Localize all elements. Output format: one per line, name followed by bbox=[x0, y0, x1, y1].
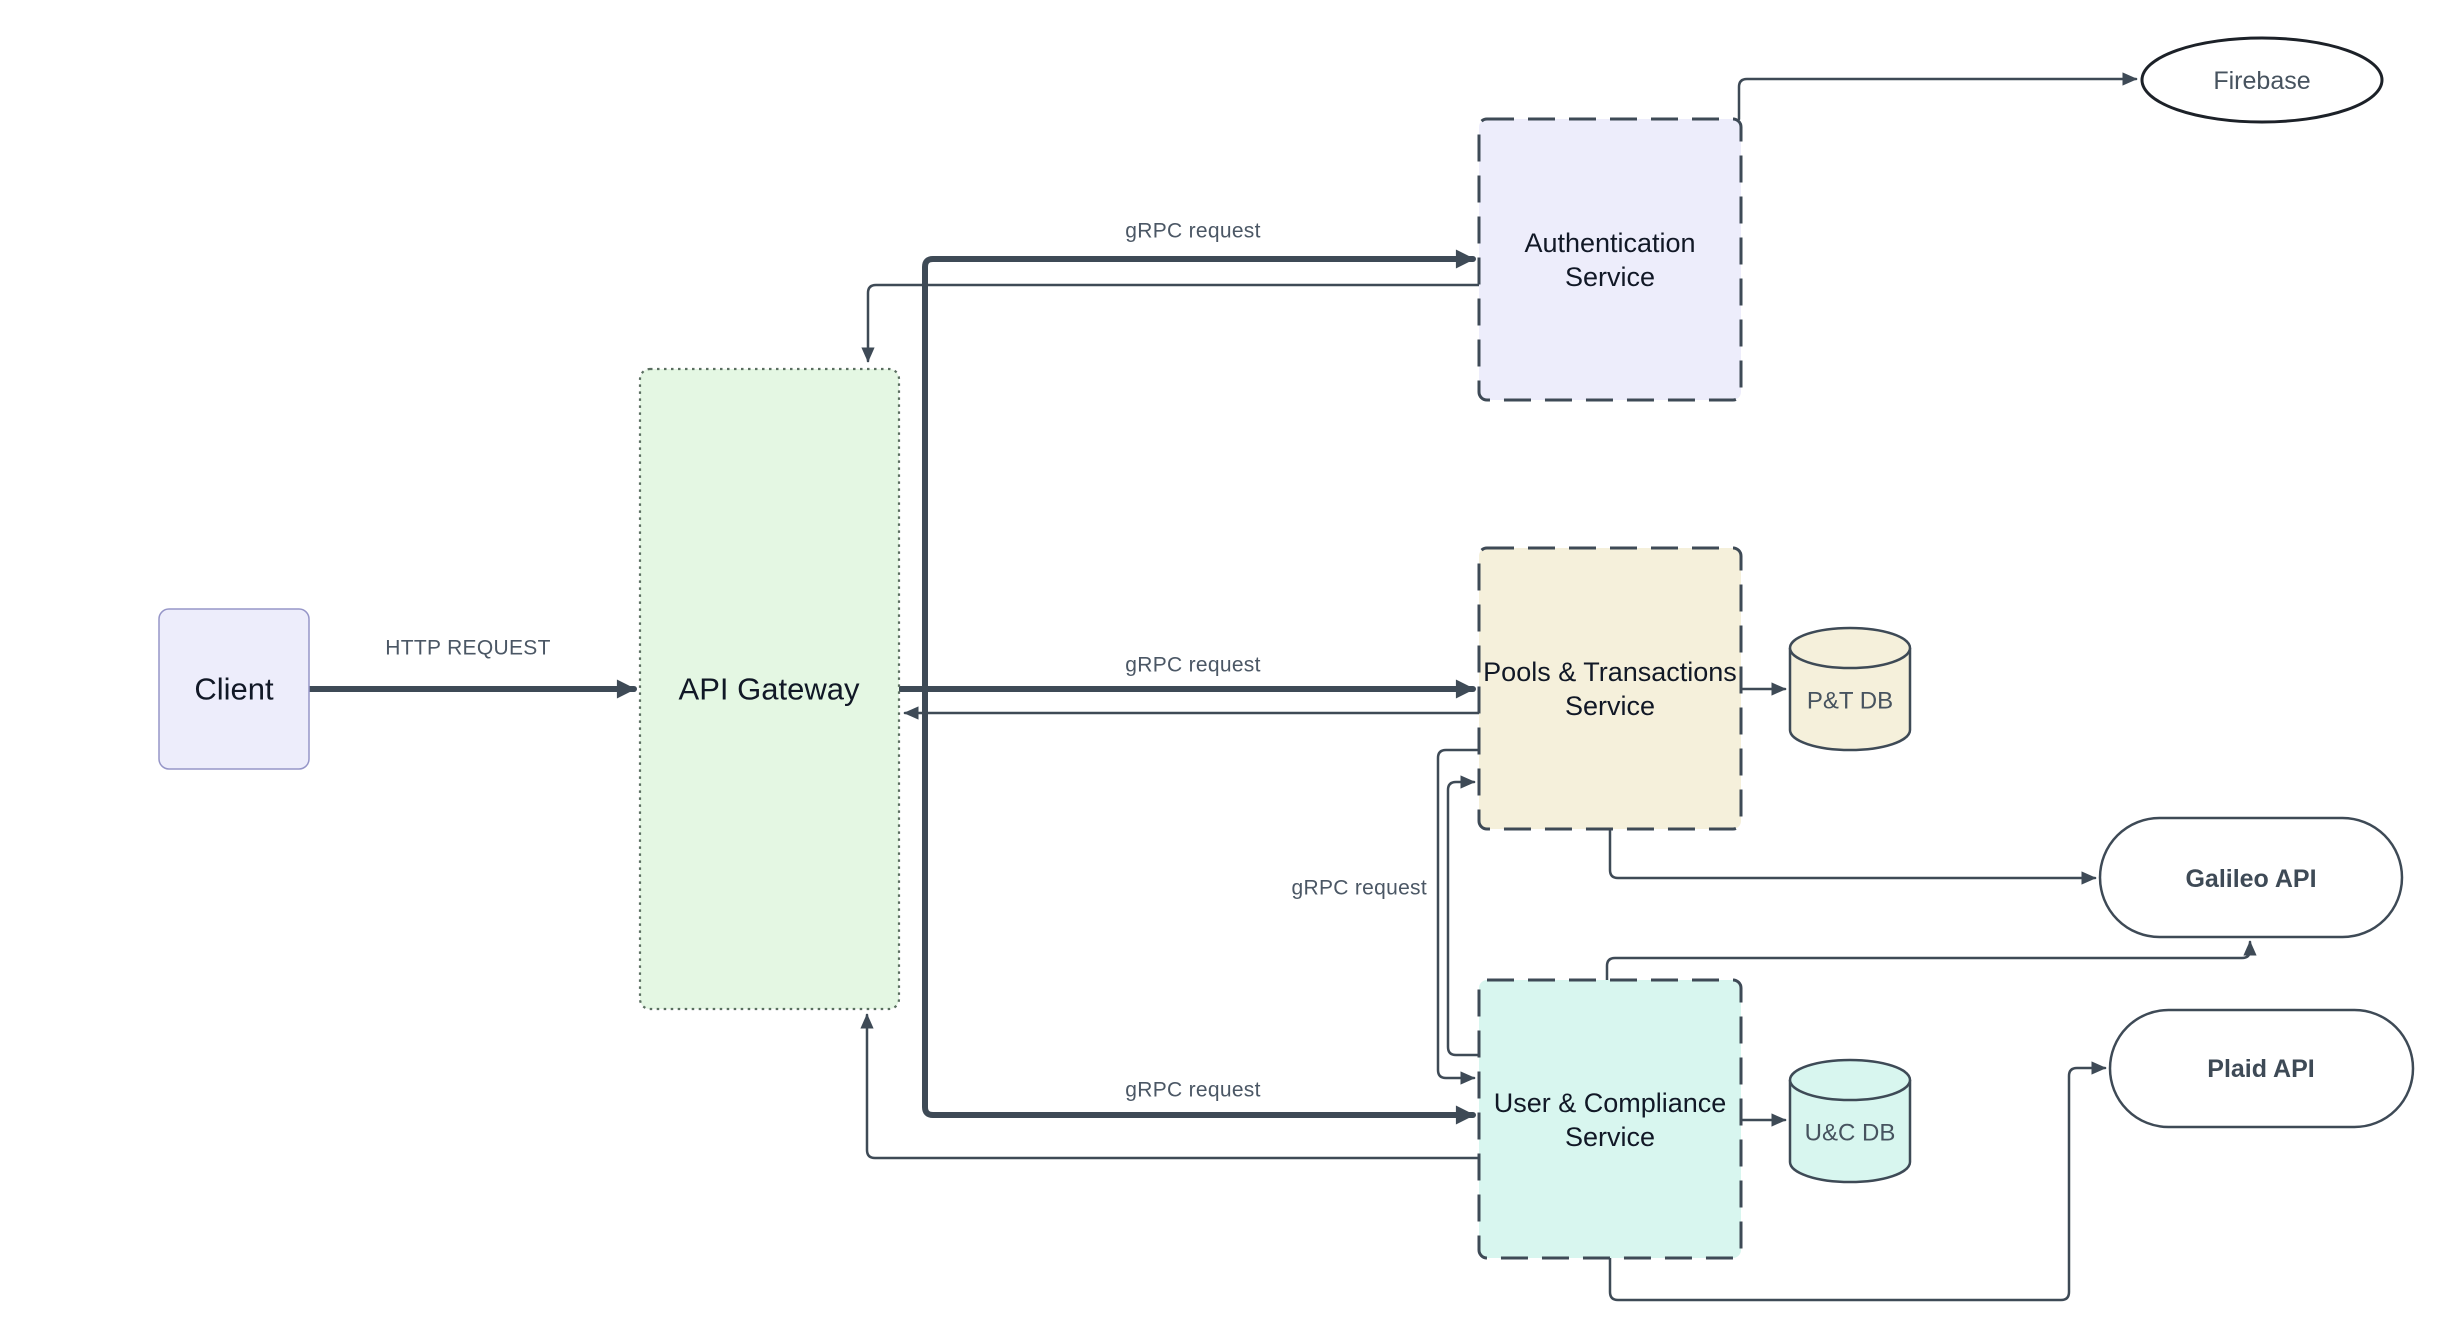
edge-label-grpc-user: gRPC request bbox=[1125, 1079, 1261, 1102]
edge-user-to-pools-grpc[interactable] bbox=[1446, 775, 1481, 1057]
edge-user-to-galileo[interactable] bbox=[1605, 940, 2257, 982]
edge-auth-to-firebase[interactable] bbox=[1737, 72, 2138, 121]
node-firebase[interactable]: Firebase bbox=[2140, 36, 2384, 124]
api-gateway-box[interactable] bbox=[638, 367, 901, 1011]
plaid-api-pill[interactable] bbox=[2108, 1008, 2415, 1129]
uc-db-cylinder-top[interactable] bbox=[1788, 1058, 1912, 1102]
node-client[interactable]: Client bbox=[158, 608, 310, 770]
edge-user-return-to-gateway[interactable] bbox=[860, 1013, 1481, 1160]
edge-user-to-plaid[interactable] bbox=[1608, 1061, 2107, 1302]
node-user-service[interactable]: User & Compliance Service bbox=[1477, 978, 1743, 1260]
client-box[interactable] bbox=[158, 608, 310, 770]
node-uc-db[interactable]: U&C DB bbox=[1788, 1058, 1912, 1184]
galileo-api-pill[interactable] bbox=[2098, 816, 2404, 939]
firebase-ellipse[interactable] bbox=[2140, 36, 2384, 124]
edge-label-grpc-auth: gRPC request bbox=[1125, 220, 1261, 243]
node-api-gateway[interactable]: API Gateway bbox=[638, 367, 901, 1011]
edge-auth-return-to-gateway[interactable] bbox=[861, 283, 1481, 363]
node-galileo-api[interactable]: Galileo API bbox=[2098, 816, 2404, 939]
pools-service-box[interactable] bbox=[1477, 546, 1743, 831]
pt-db-cylinder-body[interactable] bbox=[1788, 648, 1912, 752]
edge-labels-layer: HTTP REQUEST gRPC request gRPC request g… bbox=[385, 220, 1428, 1102]
user-service-box[interactable] bbox=[1477, 978, 1743, 1260]
edge-label-grpc-pools: gRPC request bbox=[1125, 654, 1261, 677]
node-pt-db[interactable]: P&T DB bbox=[1788, 626, 1912, 752]
edge-gateway-to-auth[interactable] bbox=[922, 249, 1476, 692]
edge-gateway-to-user[interactable] bbox=[922, 686, 1476, 1125]
auth-service-box[interactable] bbox=[1477, 117, 1743, 402]
edge-label-http-request: HTTP REQUEST bbox=[385, 637, 550, 660]
node-pools-service[interactable]: Pools & Transactions Service bbox=[1477, 546, 1743, 831]
uc-db-cylinder-body[interactable] bbox=[1788, 1080, 1912, 1184]
edge-pools-to-user-grpc[interactable] bbox=[1436, 748, 1481, 1085]
node-auth-service[interactable]: Authentication Service bbox=[1477, 117, 1743, 402]
pt-db-cylinder-top[interactable] bbox=[1788, 626, 1912, 670]
edges-layer bbox=[306, 72, 2257, 1302]
edge-label-grpc-interservice: gRPC request bbox=[1292, 877, 1428, 900]
edge-pools-to-galileo[interactable] bbox=[1608, 827, 2097, 885]
node-plaid-api[interactable]: Plaid API bbox=[2108, 1008, 2415, 1129]
